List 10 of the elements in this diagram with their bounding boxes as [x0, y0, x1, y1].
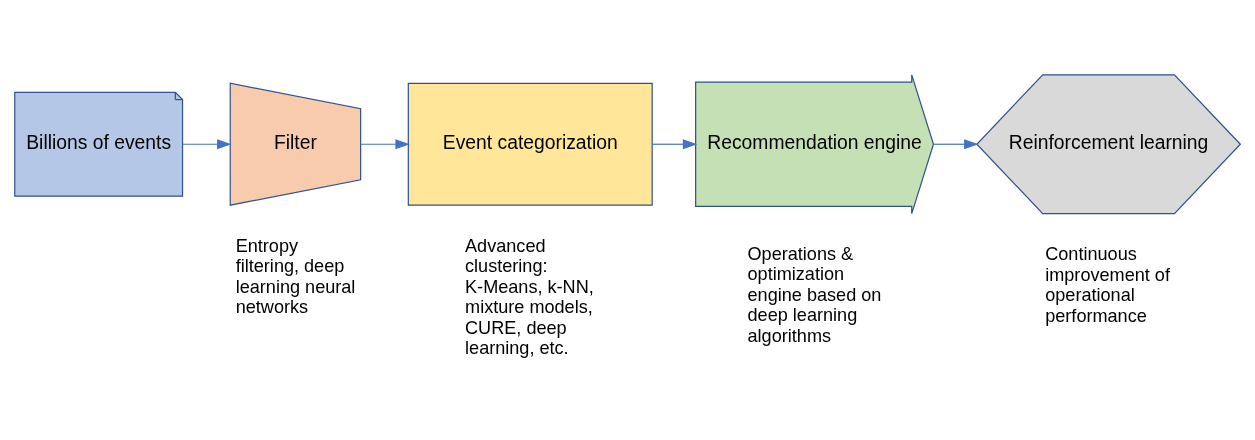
arrow — [182, 139, 232, 150]
arrow — [360, 139, 410, 150]
node-box: Filter — [229, 82, 362, 206]
node-box: Event categorization — [407, 82, 653, 206]
arrow — [932, 139, 979, 150]
node-label: Operations & optimization engine based on deep learning algorithms — [747, 243, 882, 346]
node-label: Entropy filtering, deep learning neural networks — [235, 235, 356, 318]
node-label: Continuous improvement of operational performance — [1045, 244, 1170, 326]
node-label: Advanced clustering: K-Means, k-NN, mixture models, CURE, deep learning, etc. — [465, 235, 594, 359]
arrow — [651, 139, 698, 150]
